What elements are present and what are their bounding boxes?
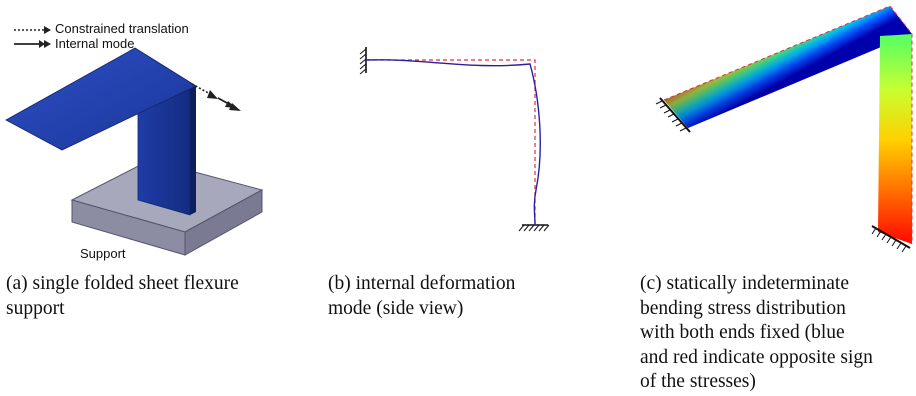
caption-b: (b) internal deformation mode (side view… xyxy=(328,273,516,319)
panel-b: (b) internal deformation mode (side view… xyxy=(300,0,600,396)
legend-arrows xyxy=(14,26,51,48)
legend-constrained-label: Constrained translation xyxy=(55,21,189,36)
side-view-deformation-diagram xyxy=(359,47,550,232)
bottom-fixed-support xyxy=(518,224,550,232)
caption-a: (a) single folded sheet flexure support xyxy=(6,273,239,319)
deformed-shape xyxy=(365,59,541,226)
motion-arrows xyxy=(191,83,241,111)
bottom-fixed-support xyxy=(871,225,911,253)
bending-stress-distribution-plot xyxy=(655,5,913,253)
legend-internal-label: Internal mode xyxy=(55,36,135,51)
folded-sheet-flexure-illustration xyxy=(5,26,264,256)
panel-a: Constrained translation Internal mode Su… xyxy=(0,0,300,396)
caption-c: (c) statically indeterminate bending str… xyxy=(640,273,873,392)
undeformed-shape xyxy=(366,59,536,225)
column-stress xyxy=(878,34,912,244)
panel-c: (c) statically indeterminate bending str… xyxy=(600,0,916,396)
left-fixed-support xyxy=(655,97,691,133)
support-label: Support xyxy=(80,246,126,261)
left-fixed-support xyxy=(359,47,367,75)
